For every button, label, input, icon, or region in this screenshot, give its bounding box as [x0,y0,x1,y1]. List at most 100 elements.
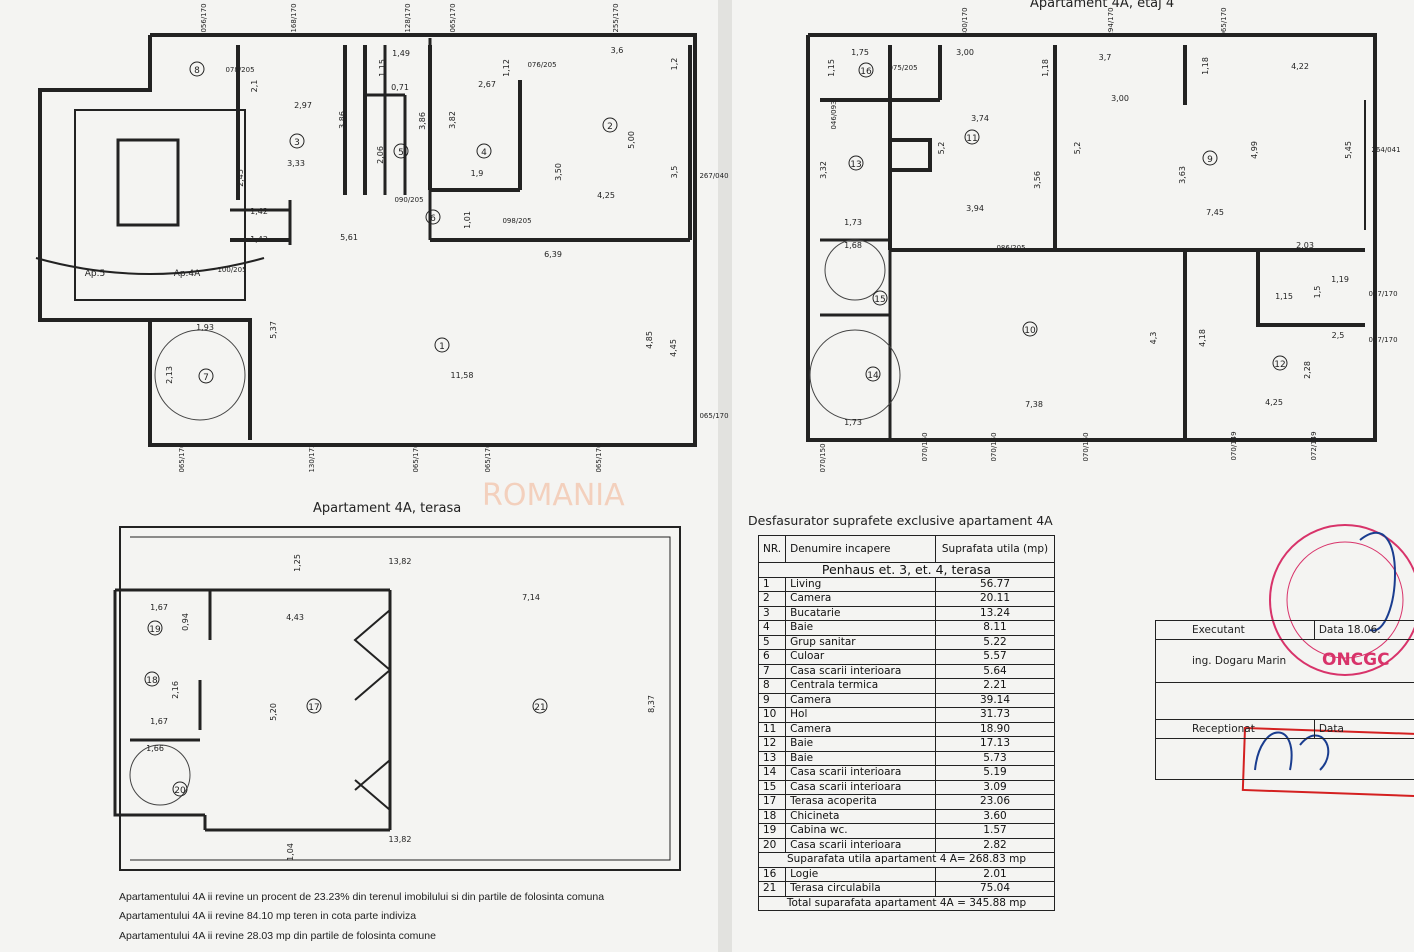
row-nr: 9 [757,692,787,708]
row-area: 31.73 [935,707,1055,723]
dimension-label: 6,39 [544,250,562,259]
opening-label: 046/093 [830,100,838,129]
opening-label: 065/170 [449,3,457,32]
row-name: Grup sanitar [785,634,936,650]
row-name: Terasa acoperita [785,794,936,810]
row-area: 2.82 [935,837,1055,853]
row-nr: 13 [757,750,787,766]
dimension-label: 1,73 [844,218,862,227]
dimension-label: 4,25 [1265,398,1283,407]
row-name: Bucatarie [785,605,936,621]
total-row: Total suparafata apartament 4A = 345.88 … [758,895,1055,911]
opening-label: 065/170 [484,443,492,472]
opening-label: 076/205 [527,61,556,69]
note-3: Apartamentului 4A ii revine 28.03 mp din… [119,930,436,942]
table-title: Desfasurator suprafete exclusive apartam… [748,513,1053,528]
room-number: 19 [149,625,161,635]
dimension-label: 3,94 [966,204,984,213]
room-number: 5 [398,148,404,158]
row-name: Cabina wc. [785,823,936,839]
opening-label: 086/205 [996,244,1025,252]
row-nr: 16 [757,866,787,882]
dimension-label: 3,7 [1099,53,1112,62]
dimension-label: 4,22 [1291,62,1309,71]
dimension-label: 4,25 [597,191,615,200]
dimension-label: 3,86 [418,112,427,130]
row-area: 56.77 [935,576,1055,592]
row-nr: 4 [757,620,787,636]
room-number-circle [434,337,450,353]
dimension-label: 4,45 [669,339,678,357]
row-name: Terasa circulabila [785,881,936,897]
opening-label: 070/149 [1230,431,1238,460]
opening-label: 075/205 [888,64,917,72]
row-area: 39.14 [935,692,1055,708]
room-number: 1 [439,342,445,352]
dimension-label: 2,1 [250,80,259,93]
dimension-label: 2,28 [1303,361,1312,379]
room-number-circle [476,143,492,159]
room-number-circle [602,117,618,133]
dimension-label: 1,18 [1201,57,1210,75]
terasa-title: Apartament 4A, terasa [313,501,461,516]
header-nr: NR. [757,535,787,563]
row-name: Camera [785,591,936,607]
dimension-label: 5,45 [1344,141,1353,159]
opening-label: 130/172 [308,443,316,472]
row-area: 1.57 [935,823,1055,839]
opening-label: 078/205 [225,66,254,74]
row-nr: 7 [757,663,787,679]
room-number-circle [393,143,409,159]
row-name: Baie [785,736,936,752]
dimension-label: 5,00 [627,131,636,149]
room-number: 6 [430,214,436,224]
row-name: Culoar [785,649,936,665]
opening-label: 255/170 [612,3,620,32]
row-area: 2.01 [935,866,1055,882]
opening-label: 065/170 [1220,7,1228,36]
room-number: 3 [294,138,300,148]
dimension-label: 1,93 [196,323,214,332]
dimension-label: 1,12 [502,59,511,77]
opening-label: 070/150 [990,432,998,461]
date-executant: Data 18.06. [1313,620,1414,640]
dimension-label: 5,37 [269,321,278,339]
row-area: 5.57 [935,649,1055,665]
dimension-label: 2,16 [171,681,180,699]
dimension-label: 3,82 [448,111,457,129]
room-number-circle [147,620,163,636]
dimension-label: 1,15 [827,59,836,77]
row-nr: 6 [757,649,787,665]
room-number: 14 [867,371,879,381]
room-number-circle [848,155,864,171]
dimension-label: 3,50 [554,163,563,181]
etaj4-title: Apartament 4A, etaj 4 [1030,0,1174,11]
room-number-circle [172,781,188,797]
opening-label: 090/205 [394,196,423,204]
date-receptionat: Data [1313,719,1414,739]
opening-label: 067/170 [1368,290,1397,298]
dimension-label: 1,19 [1331,275,1349,284]
row-name: Baie [785,620,936,636]
room-number-circle [1202,150,1218,166]
room-number-circle [532,698,548,714]
dimension-label: 4,99 [1250,141,1259,159]
header-area: Suprafata utila (mp) [935,535,1055,563]
opening-label: 168/170 [290,3,298,32]
row-name: Logie [785,866,936,882]
dimension-label: 1,67 [150,603,168,612]
dimension-label: 7,14 [522,593,540,602]
room-number-circle [144,671,160,687]
opening-label: 070/150 [1082,432,1090,461]
row-name: Casa scarii interioara [785,765,936,781]
row-name: Chicineta [785,808,936,824]
dimension-label: 3,6 [611,46,624,55]
dimension-label: 1,04 [286,843,295,861]
dimension-label: 1,2 [670,58,679,71]
table-subtitle: Penhaus et. 3, et. 4, terasa [758,562,1055,578]
room-number: 15 [874,295,885,305]
